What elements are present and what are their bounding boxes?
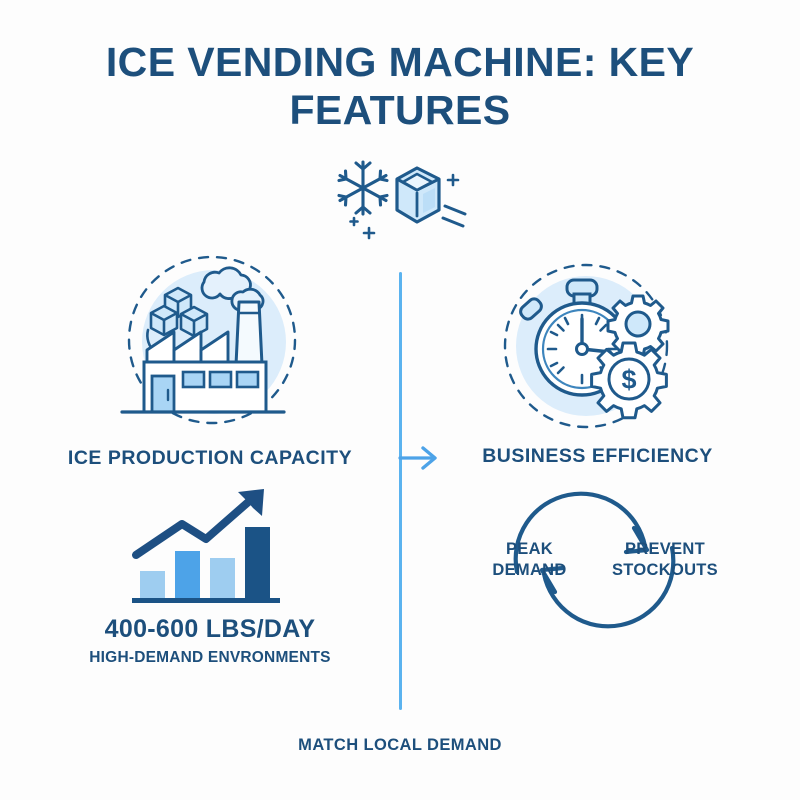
ice-cube-shape <box>395 166 441 224</box>
cycle-label-prevent-stockouts: PREVENT STOCKOUTS <box>612 540 718 580</box>
chart-baseline <box>132 598 280 603</box>
page-title: ICE VENDING MACHINE: KEY FEATURES <box>105 39 695 134</box>
stopwatch-gears-dollar-icon: $ <box>498 262 683 430</box>
center-divider-line <box>399 272 402 710</box>
footer-match-local-demand: MATCH LOCAL DEMAND <box>298 736 502 754</box>
factory-windows <box>181 370 260 389</box>
ice-cubes-stack <box>149 286 209 338</box>
gear-icon <box>606 294 670 358</box>
dollar-gear-icon: $ <box>590 341 668 420</box>
cycle-arrow-head-left <box>539 565 566 595</box>
cycle-label-peak-demand: PEAK DEMAND <box>492 540 567 580</box>
production-stat-value: 400-600 LBS/DAY <box>104 615 316 643</box>
chimney-shape <box>234 300 264 367</box>
stopwatch-center-pin <box>575 342 589 356</box>
snowflake-icon <box>337 160 389 216</box>
chart-bar-3 <box>210 558 235 599</box>
ice-cube-snowflake-icon <box>335 152 475 252</box>
sawtooth-roof <box>145 330 230 367</box>
cycle-arc-bottom <box>541 545 676 629</box>
cycle-arrow-head-right <box>623 525 650 555</box>
growth-bar-chart-icon <box>120 483 320 603</box>
stopwatch-ticks <box>546 313 618 385</box>
business-efficiency-label: BUSINESS EFFICIENCY <box>482 445 713 467</box>
factory-door <box>150 374 176 414</box>
dashed-ring <box>127 255 297 425</box>
dashed-ring <box>503 263 669 429</box>
sparkle-icon <box>349 173 460 240</box>
chart-bar-2 <box>175 551 200 599</box>
cycle-arc-top <box>513 491 648 575</box>
production-stat-subtitle: HIGH-DEMAND ENVRONMENTS <box>89 649 331 666</box>
circular-cycle-arrows-icon <box>487 482 702 637</box>
stopwatch-side-button <box>519 297 543 321</box>
right-arrow-icon <box>398 443 444 473</box>
trend-arrow-icon <box>132 493 258 559</box>
dollar-sign-glyph: $ <box>621 365 636 395</box>
ice-production-capacity-label: ICE PRODUCTION CAPACITY <box>67 447 353 469</box>
chart-bar-4 <box>245 527 270 599</box>
factory-ice-production-icon <box>110 252 315 437</box>
chart-bar-1 <box>140 571 165 599</box>
trend-arrow-head <box>238 489 264 516</box>
motion-lines-icon <box>441 204 467 228</box>
